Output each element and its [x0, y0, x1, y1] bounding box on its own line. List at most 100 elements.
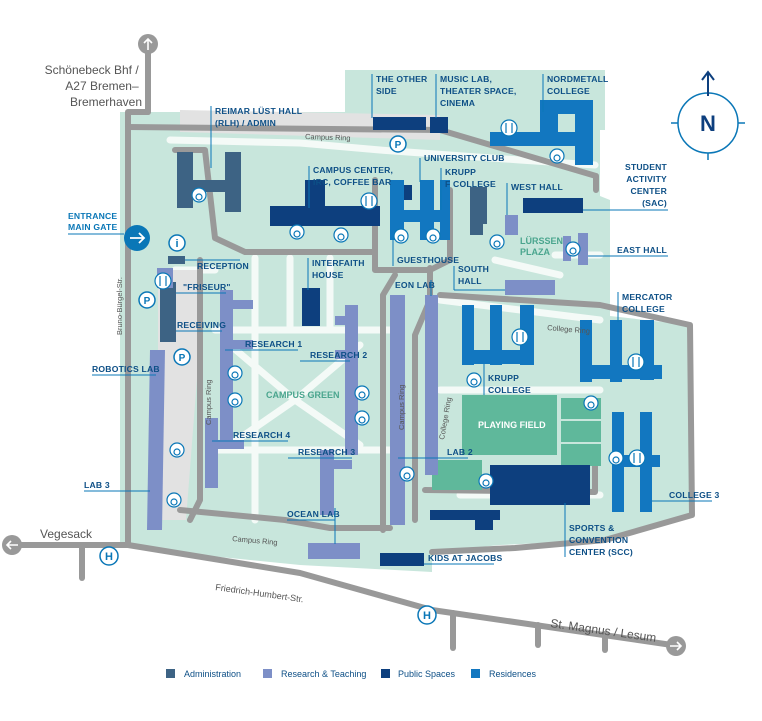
restaurant-icons [154, 119, 646, 467]
building-scc-annex-1[interactable] [430, 510, 500, 520]
parking-2[interactable]: P [138, 291, 156, 309]
campus-grounds-main [120, 112, 692, 572]
building-east-hall[interactable] [578, 233, 588, 265]
area-campus-green: CAMPUS GREEN [266, 390, 340, 400]
parking-3[interactable]: P [173, 348, 191, 366]
wheelchair-icon [354, 410, 370, 426]
parking-icon: P [395, 140, 402, 151]
road-college-ring [412, 265, 433, 523]
north-arrow-icon [701, 70, 715, 96]
area-lurssen-plaza: LÜRSSEN PLAZA [520, 236, 566, 257]
bus-stop-2[interactable]: H [417, 605, 437, 625]
building-research-3[interactable] [320, 450, 352, 515]
info-point[interactable]: i [168, 234, 186, 252]
sports-fields [432, 395, 601, 490]
building-ocean-lab[interactable] [308, 543, 360, 559]
building-west-hall[interactable] [470, 187, 487, 224]
label-research-1: RESEARCH 1 [245, 339, 302, 349]
label-guesthouse: GUESTHOUSE [397, 255, 459, 265]
entrance-label: ENTRANCE MAIN GATE [68, 211, 120, 232]
wheelchair-icon [565, 241, 581, 257]
label-reimar: REIMAR LÜST HALL(RLH) / ADMIN [215, 106, 302, 128]
building-krupp-f-college[interactable] [390, 180, 450, 240]
building-college-3[interactable] [612, 412, 660, 512]
label-campus-center: CAMPUS CENTER,IRC, COFFEE BAR [313, 165, 393, 187]
svg-text:Residences: Residences [489, 669, 537, 679]
street-bruno-buergel: Bruno-Bürgel-Str. [115, 277, 124, 335]
building-south-hall-admin[interactable] [470, 215, 483, 235]
entrance-arrow-icon [130, 232, 146, 244]
wheelchair-icon [227, 392, 243, 408]
label-college-3: COLLEGE 3 [669, 490, 720, 500]
building-research-4[interactable] [205, 418, 244, 488]
building-music-lab[interactable] [430, 117, 448, 133]
bus-stop-1[interactable]: H [99, 546, 119, 566]
road-college-ring-east [429, 292, 695, 555]
building-campus-center[interactable] [270, 180, 380, 226]
wheelchair-icon [608, 450, 624, 466]
building-the-other-side[interactable] [373, 117, 426, 130]
label-friseur: "FRISEUR" [183, 282, 231, 292]
label-robotics-lab: ROBOTICS LAB [92, 364, 160, 374]
building-receiving[interactable] [160, 282, 176, 342]
label-research-4: RESEARCH 4 [233, 430, 290, 440]
building-nordmetall-college[interactable] [490, 100, 593, 165]
road-campus-ring-top [125, 124, 599, 193]
road-campus-ring-bottom [177, 507, 393, 531]
label-lab-3: LAB 3 [84, 480, 110, 490]
wheelchair-icon [466, 372, 482, 388]
parking-1[interactable]: P [389, 135, 407, 153]
building-interfaith-house[interactable] [302, 288, 320, 326]
building-eon-lab[interactable] [425, 295, 438, 475]
wheelchair-icon [489, 234, 505, 250]
wheelchair-icon [166, 492, 182, 508]
street-campus-ring-bottom: Campus Ring [232, 534, 278, 547]
wheelchair-icon [583, 395, 599, 411]
road-college-ring-inner [422, 462, 598, 495]
building-sac[interactable] [523, 198, 583, 213]
building-scc-annex-2[interactable] [475, 520, 493, 530]
bus-stop-icon: H [423, 610, 431, 622]
legend: Administration Research & Teaching Publi… [166, 669, 537, 679]
restaurant-icon [627, 353, 645, 371]
label-music-lab: MUSIC LAB,THEATER SPACE,CINEMA [440, 74, 517, 108]
wheelchair-icon [425, 228, 441, 244]
compass: N [671, 70, 745, 160]
label-research-2: RESEARCH 2 [310, 350, 367, 360]
label-university-club: UNIVERSITY CLUB [424, 153, 505, 163]
info-icon: i [175, 238, 178, 250]
label-west-hall: WEST HALL [511, 182, 563, 192]
building-reimar-luest-hall[interactable] [177, 152, 241, 212]
area-playing-field: PLAYING FIELD [478, 420, 546, 430]
accessibility-icons [166, 148, 624, 508]
wheelchair-icon [549, 148, 565, 164]
label-reception: RECEPTION [197, 261, 249, 271]
arrow-east[interactable] [666, 636, 686, 656]
building-lab-2[interactable] [390, 295, 405, 525]
arrow-west[interactable] [2, 535, 22, 555]
wheelchair-icon [354, 385, 370, 401]
entrance-main-gate[interactable] [124, 225, 150, 251]
road-campus-ring-east [380, 272, 398, 533]
building-south-hall[interactable] [505, 280, 555, 295]
building-reception[interactable] [168, 256, 185, 264]
arrow-north[interactable] [138, 34, 158, 54]
wheelchair-icon [478, 473, 494, 489]
building-kids-at-jacobs[interactable] [380, 553, 424, 566]
roads [7, 41, 695, 653]
wheelchair-icon [191, 187, 207, 203]
destination-north: Schönebeck Bhf / A27 Bremen– Bremerhaven [45, 63, 142, 109]
building-sports-center[interactable] [490, 465, 590, 505]
compass-north-letter: N [700, 111, 716, 136]
legend-item-residences: Residences [471, 669, 537, 679]
building-lurssen-side-2[interactable] [505, 215, 518, 235]
